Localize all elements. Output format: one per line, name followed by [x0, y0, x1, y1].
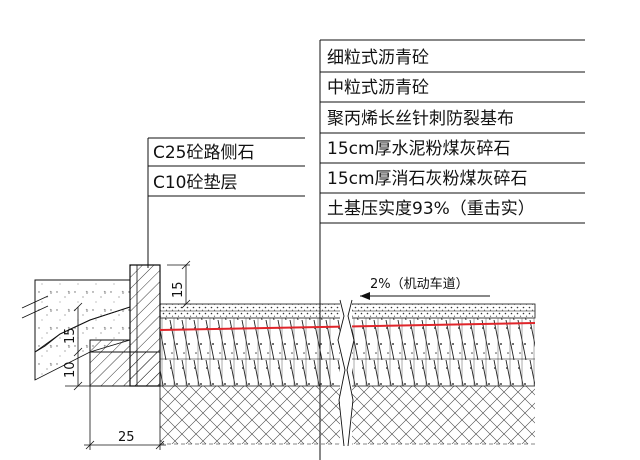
- dim-curb-height: 15: [171, 281, 186, 298]
- dimension-lines: 15 15 10 25: [63, 260, 191, 450]
- slope-indicator: 2%（机动车道）: [360, 276, 490, 300]
- layer-label-lime-flyash-gravel: 15cm厚消石灰粉煤灰碎石: [327, 169, 528, 189]
- curb-label-curbstone: C25砼路侧石: [153, 143, 255, 163]
- layer-label-cement-flyash-gravel: 15cm厚水泥粉煤灰碎石: [327, 139, 511, 159]
- break-symbol: [337, 296, 355, 447]
- pavement-layers: [159, 296, 536, 447]
- layer-label-subgrade: 土基压实度93%（重击实）: [327, 199, 535, 219]
- layer-label-fine-asphalt: 细粒式沥青砼: [327, 48, 429, 68]
- slope-label: 2%（机动车道）: [370, 276, 469, 292]
- sidewalk-block: [21, 279, 131, 381]
- c25-curbstone: [129, 264, 161, 387]
- curb-label-table: C25砼路侧石 C10砼垫层: [147, 137, 305, 268]
- layer-label-table: 细粒式沥青砼 中粒式沥青砼 聚丙烯长丝针刺防裂基布 15cm厚水泥粉煤灰碎石 1…: [319, 39, 585, 460]
- curb-label-bedding: C10砼垫层: [153, 173, 238, 193]
- dim-bedding-width: 25: [118, 430, 135, 445]
- layer-label-crack-fabric: 聚丙烯长丝针刺防裂基布: [327, 109, 514, 129]
- dim-bedding-height: 10: [63, 361, 78, 378]
- dim-side-height: 15: [63, 327, 78, 344]
- layer-label-medium-asphalt: 中粒式沥青砼: [327, 78, 429, 98]
